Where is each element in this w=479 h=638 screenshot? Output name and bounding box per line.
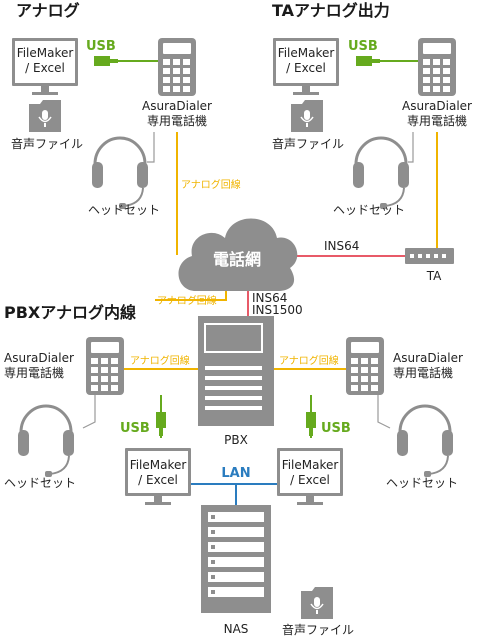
pc-label-line2: / Excel — [138, 473, 178, 487]
dialer-label-line2: 専用電話機 — [147, 113, 207, 128]
pbx-slot — [205, 366, 262, 370]
dialer-label-line1: AsuraDialer — [402, 99, 472, 113]
usb-label-left: USB — [120, 421, 150, 436]
nas-label: NAS — [224, 622, 249, 636]
pc-label-line1: FileMaker — [278, 46, 335, 60]
headset-label: ヘッドセット — [386, 476, 458, 490]
headset-icon — [395, 404, 455, 479]
usb-plug-icon — [306, 412, 316, 436]
pbx-panel — [204, 323, 263, 353]
dialer-label-line2: 専用電話機 — [407, 113, 467, 128]
headset-icon — [90, 136, 150, 211]
analog-line-label: アナログ回線 — [157, 294, 217, 307]
headset-label: ヘッドセット — [333, 203, 405, 217]
pc-label-line2: / Excel — [290, 473, 330, 487]
usb-plug-icon — [94, 56, 118, 66]
ta-led — [410, 254, 414, 258]
ta-led — [434, 254, 438, 258]
usb-plug-icon — [356, 56, 380, 66]
analog-line-label: アナログ回線 — [279, 354, 339, 367]
audio-file-folder-icon — [290, 99, 324, 133]
headset-icon — [16, 404, 76, 479]
audio-file-label: 音声ファイル — [272, 136, 344, 151]
ins1500-label-pbx: INS1500 — [252, 303, 303, 317]
pbx-slot — [205, 386, 262, 390]
pbx-slot — [205, 376, 262, 380]
ta-led — [418, 254, 422, 258]
dialer-label-line1: AsuraDialer — [4, 351, 74, 365]
usb-label-ta: USB — [348, 39, 378, 54]
section-title-analog: アナログ — [16, 1, 80, 20]
usb-label-right: USB — [321, 421, 351, 436]
dialer-label-line1: AsuraDialer — [142, 99, 212, 113]
section-title-ta-analog: TAアナログ出力 — [272, 1, 390, 20]
ins64-label-pbx: INS64 — [252, 291, 287, 305]
dialer-label-line1: AsuraDialer — [393, 351, 463, 365]
dialer-phone-analog — [158, 38, 196, 96]
dialer-label-line2: 専用電話機 — [4, 365, 64, 380]
dialer-phone-pbx-left — [86, 337, 124, 395]
analog-line-label: アナログ回線 — [130, 354, 190, 367]
dialer-phone-ta — [418, 38, 456, 96]
audio-file-label: 音声ファイル — [282, 622, 354, 637]
analog-line-label: アナログ回線 — [181, 178, 241, 191]
headset-cable-right — [377, 395, 391, 429]
dialer-phone-pbx-right — [346, 337, 384, 395]
ta-label: TA — [426, 269, 442, 283]
pbx-label: PBX — [224, 433, 248, 447]
pc-label-line2: / Excel — [286, 61, 326, 75]
nas-drive-bays — [208, 512, 264, 597]
headset-label: ヘッドセット — [4, 476, 76, 490]
pc-label-line1: FileMaker — [17, 46, 74, 60]
ins64-label-ta: INS64 — [324, 239, 359, 253]
lan-label: LAN — [221, 466, 250, 481]
headset-cable-left — [82, 395, 96, 429]
audio-file-label: 音声ファイル — [11, 136, 83, 151]
pc-label-line1: FileMaker — [130, 458, 187, 472]
phone-network-cloud — [178, 218, 298, 291]
pc-label-line1: FileMaker — [282, 458, 339, 472]
pbx-slot — [205, 396, 262, 400]
headset-icon — [351, 136, 411, 211]
headset-cable-analog — [147, 132, 155, 163]
dialer-label-line2: 専用電話機 — [393, 365, 453, 380]
ta-led — [426, 254, 430, 258]
usb-plug-icon — [156, 412, 166, 436]
ta-led — [442, 254, 446, 258]
analog-line-cloud-pbx — [155, 291, 227, 301]
usb-label-analog: USB — [86, 39, 116, 54]
headset-label: ヘッドセット — [88, 203, 160, 217]
headset-cable-ta — [408, 132, 414, 163]
audio-file-folder-icon — [300, 586, 334, 620]
section-title-pbx-analog: PBXアナログ内線 — [4, 303, 136, 322]
pc-label-line2: / Excel — [25, 61, 65, 75]
cloud-label: 電話網 — [213, 250, 261, 269]
pbx-slot — [205, 406, 262, 410]
audio-file-folder-icon — [28, 99, 62, 133]
